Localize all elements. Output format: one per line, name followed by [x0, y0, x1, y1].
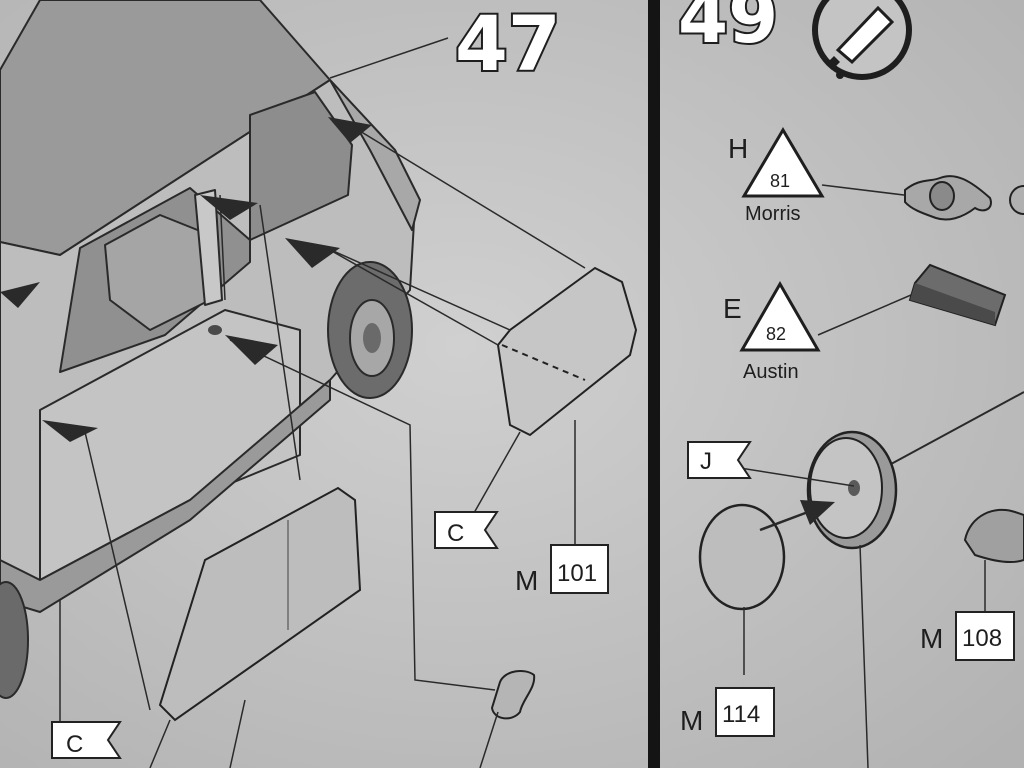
paint-callout-m101: M 101 — [515, 544, 609, 596]
arrow-rear-window-side — [285, 238, 340, 268]
part-flag-j-text: J — [700, 448, 712, 475]
car-rear-window-opening — [249, 91, 353, 241]
glue-tube-icon — [812, 0, 912, 80]
part-flag-c-bottom-text: C — [66, 731, 83, 758]
step-47-leaders — [59, 124, 586, 768]
grille-badge-part — [908, 263, 1007, 327]
part-flag-c-window-text: C — [447, 520, 464, 547]
car-wheel-rear — [0, 581, 29, 699]
headlamp-housing — [806, 430, 898, 550]
door-window-glass — [158, 486, 362, 722]
headlamp-arrow — [759, 500, 835, 532]
step-47-number-text: 47 — [455, 0, 561, 88]
austin-letter: E — [723, 293, 742, 324]
arrow-door-handle — [225, 335, 278, 365]
m101-value: 101 — [557, 560, 597, 587]
step-47-leader — [329, 37, 449, 79]
austin-name: Austin — [743, 361, 799, 383]
m108-prefix: M — [920, 623, 943, 654]
m114-value: 114 — [722, 701, 760, 728]
arrow-front — [0, 282, 40, 308]
paint-triangle-austin: E 82 Austin — [723, 280, 821, 383]
step-47-arrows — [0, 117, 372, 442]
arrow-rear-window-top — [328, 117, 372, 143]
door-handle-hole — [208, 325, 222, 335]
austin-leader — [817, 291, 919, 336]
part-flag-c-window: C — [434, 511, 499, 549]
part-j-leader — [739, 467, 855, 487]
headlamp-down-leader — [859, 544, 869, 768]
car-wing — [329, 79, 421, 231]
paint-callout-m114: M 114 — [680, 687, 775, 737]
step-49-number-text: 49 — [678, 0, 778, 59]
step-49-number: 49 — [676, 0, 780, 61]
headlamp-lens — [698, 503, 786, 611]
indicator-lens-part — [963, 508, 1024, 564]
headlamp-leader — [879, 391, 1024, 471]
austin-paint-number: 82 — [766, 324, 786, 344]
part-flag-c-bottom: C — [51, 721, 122, 759]
part-flag-j: J — [687, 441, 752, 479]
car-door-pillar — [194, 189, 223, 306]
m101-prefix: M — [515, 565, 538, 596]
arrow-pillar — [200, 195, 258, 220]
arrow-door-window — [42, 420, 98, 442]
morris-name: Morris — [745, 203, 801, 225]
morris-leader — [821, 184, 913, 197]
paint-triangle-morris: H 81 Morris — [728, 127, 825, 225]
paint-callout-m108: M 108 — [920, 611, 1015, 661]
m114-prefix: M — [680, 705, 703, 736]
rear-window-glass — [496, 266, 638, 437]
m108-value: 108 — [962, 625, 1002, 652]
step-divider — [648, 0, 660, 768]
morris-letter: H — [728, 133, 748, 164]
winged-badge-part — [904, 175, 1024, 221]
door-handle-part — [490, 669, 536, 720]
morris-paint-number: 81 — [770, 171, 790, 191]
step-47-number: 47 — [453, 0, 563, 90]
car-wheel-front — [327, 261, 413, 399]
rear-window-fold-line — [501, 344, 586, 381]
